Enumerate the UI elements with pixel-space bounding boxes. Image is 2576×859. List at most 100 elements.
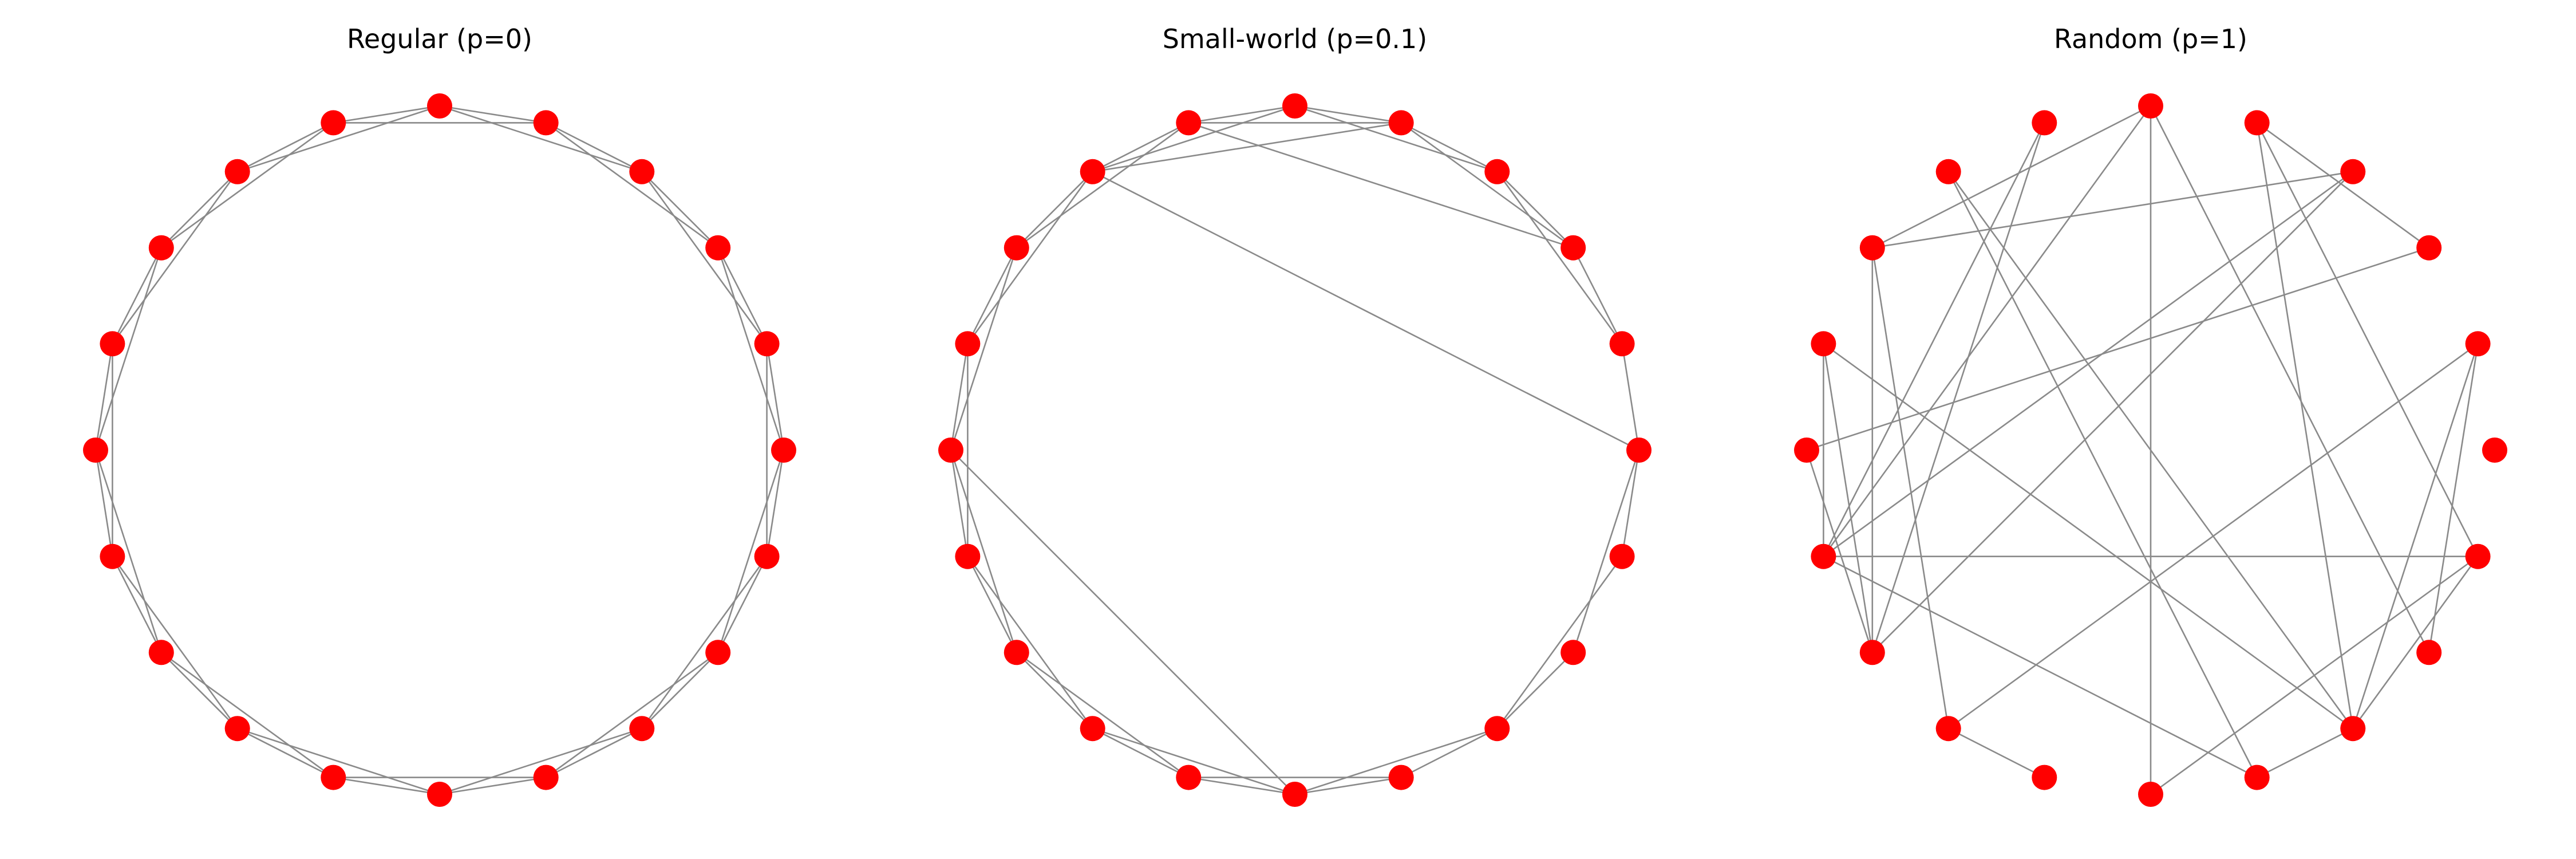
graph-edge xyxy=(333,777,440,795)
graph-node xyxy=(1282,93,1307,119)
graph-node xyxy=(224,716,250,742)
graph-edge xyxy=(2257,728,2353,778)
graph-node xyxy=(100,543,125,569)
graph-edge xyxy=(1294,777,1401,795)
graph-node xyxy=(955,543,981,569)
node-layer xyxy=(938,93,1652,807)
graph-node xyxy=(83,438,108,463)
graph-edge xyxy=(160,652,238,730)
graph-edge xyxy=(967,555,1093,729)
graph-edge xyxy=(1496,171,1574,249)
graph-edge xyxy=(1871,247,1949,729)
panel-title: Random (p=1) xyxy=(2054,23,2247,54)
graph-edge xyxy=(1092,122,1401,173)
graph-node xyxy=(2032,110,2057,136)
graph-edge xyxy=(439,777,546,795)
graph-edge xyxy=(1496,652,1574,730)
graph-edge xyxy=(1294,105,1401,124)
graph-node xyxy=(1080,716,1105,742)
graph-node xyxy=(321,765,346,790)
graph-edge xyxy=(1823,105,2152,557)
graph-edge xyxy=(545,122,718,249)
graph-edge xyxy=(1401,728,1498,778)
graph-node xyxy=(1935,159,1961,184)
graph-edge xyxy=(1016,652,1093,730)
graph-node xyxy=(771,438,796,463)
graph-node xyxy=(1859,640,1885,665)
graph-edge xyxy=(1823,122,2045,557)
panel-title: Regular (p=0) xyxy=(347,23,532,54)
graph-node xyxy=(1003,235,1029,261)
graph-edge xyxy=(546,122,642,172)
edge-layer xyxy=(94,105,785,795)
graph-edge xyxy=(237,728,334,778)
graph-node xyxy=(533,110,559,136)
graph-edge xyxy=(1621,450,1640,557)
graph-edge xyxy=(1823,555,2258,778)
graph-edge xyxy=(641,652,719,730)
graph-node xyxy=(1935,716,1961,742)
graph-edge xyxy=(1092,171,1639,451)
graph-edge xyxy=(1092,727,1295,795)
graph-edge xyxy=(439,727,642,795)
graph-edge xyxy=(1092,728,1189,778)
graph-node xyxy=(1176,765,1202,790)
graph-node xyxy=(2465,331,2491,357)
graph-edge xyxy=(1806,247,2429,451)
node-layer xyxy=(1794,93,2507,807)
graph-edge xyxy=(1092,105,1295,173)
graph-edge xyxy=(546,728,642,778)
graph-node xyxy=(148,640,174,665)
graph-node xyxy=(427,782,452,807)
graph-edge xyxy=(94,450,113,557)
graph-node xyxy=(1560,640,1586,665)
graph-edge xyxy=(1823,344,1874,653)
graph-edge xyxy=(717,247,768,344)
node-layer xyxy=(83,93,796,807)
graph-node xyxy=(2482,438,2507,463)
graph-edge xyxy=(112,171,238,345)
graph-edge xyxy=(641,171,719,249)
graph-edge xyxy=(94,344,113,451)
graph-edge xyxy=(1496,171,1623,345)
panel-title: Small-world (p=0.1) xyxy=(1163,23,1427,54)
graph-edge xyxy=(1401,122,1498,172)
graph-edge xyxy=(1294,727,1498,795)
graph-node xyxy=(2465,543,2491,569)
graph-node xyxy=(2244,765,2270,790)
graph-edge xyxy=(160,171,238,249)
graph-edge xyxy=(1016,122,1190,249)
graph-edge xyxy=(1572,450,1640,653)
graph-node xyxy=(533,765,559,790)
graph-edge xyxy=(1823,343,2354,730)
graph-edge xyxy=(439,105,642,173)
graph-edge xyxy=(967,556,1017,653)
graph-edge xyxy=(161,652,334,778)
graph-node xyxy=(629,159,655,184)
graph-node xyxy=(1609,331,1635,357)
graph-edge xyxy=(1188,777,1295,795)
graph-edge xyxy=(641,171,768,345)
graph-node xyxy=(224,159,250,184)
graph-edge xyxy=(1947,171,2258,778)
graph-node xyxy=(2244,110,2270,136)
graph-node xyxy=(1003,640,1029,665)
graph-edge xyxy=(1871,122,2045,653)
graph-node xyxy=(2032,765,2057,790)
graph-edge xyxy=(2428,344,2479,653)
graph-node xyxy=(1811,543,1836,569)
graph-node xyxy=(1626,438,1652,463)
graph-edge xyxy=(1871,171,2354,653)
graph-edge xyxy=(1621,344,1640,451)
graph-edge xyxy=(2150,105,2430,653)
graph-edge xyxy=(950,450,1018,653)
graph-node xyxy=(754,543,780,569)
graph-edge xyxy=(717,450,785,653)
graph-edge xyxy=(1188,122,1574,249)
graph-edge xyxy=(2256,122,2429,249)
graph-node xyxy=(1811,331,1836,357)
graph-node xyxy=(427,93,452,119)
graph-edge xyxy=(1188,105,1295,124)
graph-edge xyxy=(545,652,718,778)
panel-small-world: Small-world (p=0.1) xyxy=(938,23,1652,807)
